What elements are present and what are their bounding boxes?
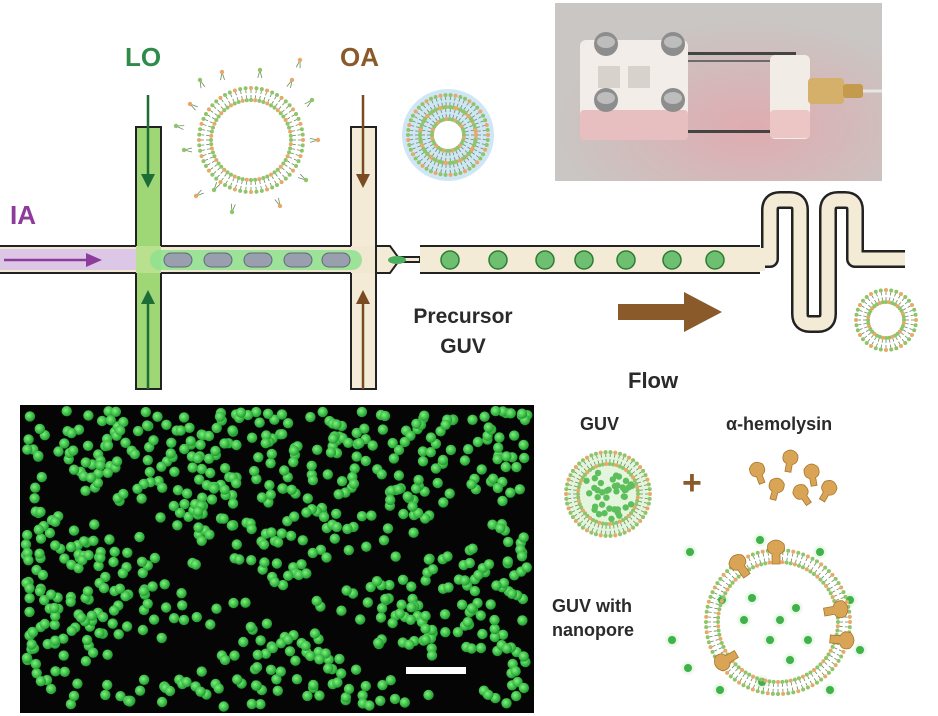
ia-label: IA [10, 200, 36, 230]
precursor-guv-illustration [402, 89, 494, 181]
lo-label: LO [125, 42, 162, 72]
flow-label: Flow [628, 368, 679, 393]
device-photo [555, 3, 882, 181]
hemolysin-proteins [748, 449, 838, 507]
oa-label: OA [340, 42, 379, 72]
guv-schematic [564, 450, 652, 538]
plus-sign: + [682, 464, 702, 502]
guv-with-nanopore-label: GUV with nanopore [552, 594, 634, 642]
guv-label: GUV [580, 414, 620, 434]
liposome-lo-illustration [173, 57, 321, 215]
aqueous-droplets [163, 252, 406, 268]
precursor-guv-label: Precursor GUV [398, 302, 528, 362]
nanopore-label-line2: nanopore [552, 620, 635, 640]
precursor-label-line2: GUV [440, 335, 486, 358]
guv-with-nanopore-schematic [664, 532, 868, 698]
scale-bar [406, 667, 466, 674]
hemolysin-label: α-hemolysin [726, 414, 833, 434]
precursor-label-line1: Precursor [413, 305, 513, 328]
flow-arrows [4, 95, 722, 389]
precursor-guvs-in-channel [440, 250, 725, 270]
fluorescence-micrograph [20, 405, 534, 713]
nanopore-label-line1: GUV with [552, 596, 632, 616]
outlet-guv-illustration [854, 288, 918, 352]
